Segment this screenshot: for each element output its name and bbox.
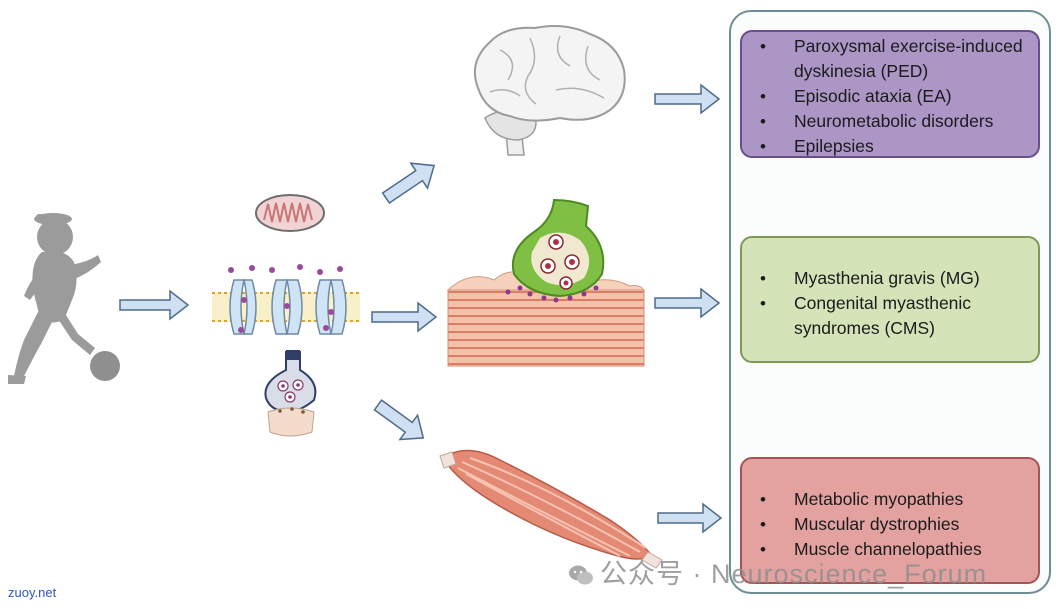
list-item: Paroxysmal exercise-induced dyskinesia (… — [760, 34, 1028, 84]
skeletal-muscle-icon — [439, 449, 663, 569]
list-item: Congenital myasthenic syndromes (CMS) — [760, 291, 1028, 341]
list-item: Muscular dystrophies — [760, 512, 1028, 537]
ball-icon — [90, 351, 120, 381]
arrow-cell-to-brain — [381, 162, 436, 205]
arrow-muscle-to-box — [657, 502, 723, 534]
ion-channel-membrane-icon — [212, 264, 360, 335]
list-item: Metabolic myopathies — [760, 487, 1028, 512]
list-item: Neurometabolic disorders — [760, 109, 1028, 134]
list-item: Episodic ataxia (EA) — [760, 84, 1028, 109]
arrow-person-to-cell — [119, 289, 190, 321]
neuromuscular-junction-icon — [446, 198, 645, 367]
watermark-forum: 公众号 · Neuroscience_Forum — [568, 552, 987, 591]
list-item: Muscle channelopathies — [760, 537, 1028, 562]
watermark-forum-text: 公众号 · Neuroscience_Forum — [600, 559, 988, 589]
brain-disorders-list: Paroxysmal exercise-induced dyskinesia (… — [760, 34, 1028, 159]
person-kicking-ball-icon — [8, 213, 101, 384]
muscle-disorders-box: Metabolic myopathies Muscular dystrophie… — [740, 457, 1040, 584]
muscle-disorders-list: Metabolic myopathies Muscular dystrophie… — [760, 487, 1028, 562]
list-item: Epilepsies — [760, 134, 1028, 159]
synapse-icon — [264, 350, 317, 437]
brain-icon — [474, 25, 626, 156]
watermark-site[interactable]: zuoy.net — [8, 585, 57, 600]
nmj-disorders-list: Myasthenia gravis (MG) Congenital myasth… — [760, 266, 1028, 341]
arrow-brain-to-box — [654, 83, 721, 115]
list-item: Myasthenia gravis (MG) — [760, 266, 1028, 291]
arrow-nmj-to-box — [654, 287, 721, 319]
brain-disorders-box: Paroxysmal exercise-induced dyskinesia (… — [740, 30, 1040, 159]
nmj-disorders-box: Myasthenia gravis (MG) Congenital myasth… — [740, 236, 1040, 363]
arrow-cell-to-muscle — [373, 399, 425, 441]
wechat-icon — [569, 565, 593, 585]
mitochondrion-icon — [255, 194, 325, 232]
arrow-cell-to-nmj — [371, 301, 438, 333]
